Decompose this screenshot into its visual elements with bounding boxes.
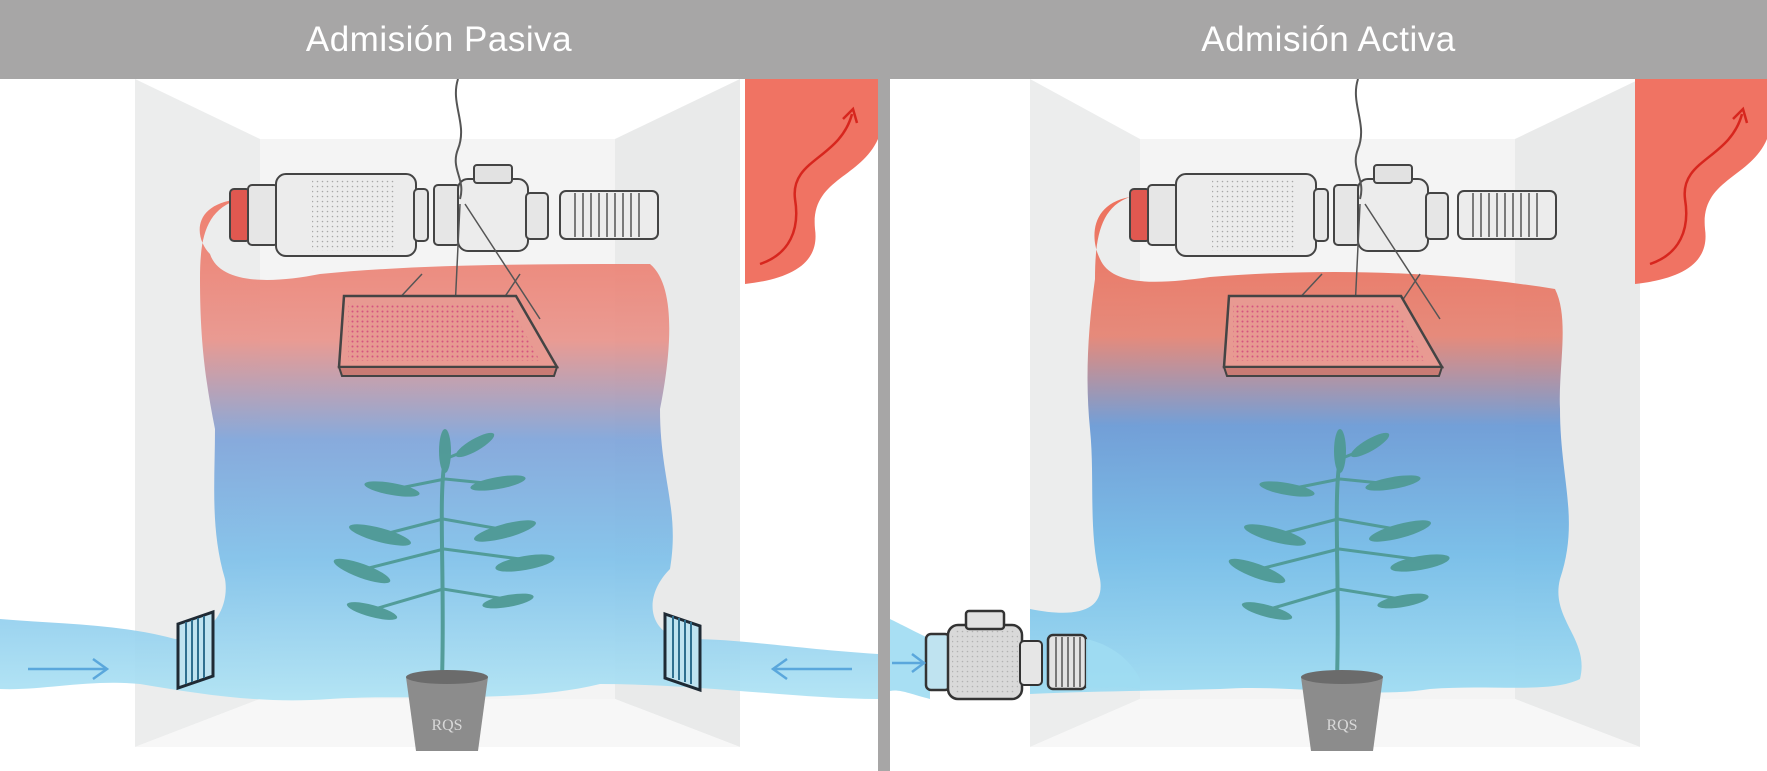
panel-divider: [878, 79, 890, 771]
intake-arrow-icon-right: [770, 657, 852, 681]
led-grow-light-icon: [337, 294, 560, 377]
carbon-filter-icon: [1129, 173, 1329, 257]
pot-logo: RQS: [1326, 717, 1357, 734]
led-grow-light-icon: [1222, 294, 1445, 377]
vent-grille-icon-right: [663, 611, 702, 693]
header-bar: [0, 0, 1767, 79]
title-active-intake: Admisión Activa: [1201, 20, 1456, 59]
exhaust-duct-icon: [1457, 190, 1557, 240]
inline-fan-icon: [433, 164, 549, 252]
carbon-filter-icon: [229, 173, 429, 257]
airflow-region: [0, 199, 878, 701]
cannabis-plant-icon: [1228, 429, 1450, 681]
hot-air-exhaust: [745, 79, 878, 284]
vent-grille-icon-left: [176, 609, 215, 691]
intake-fan-icon: [890, 609, 1140, 701]
inline-fan-icon: [1333, 164, 1449, 252]
intake-arrow-icon: [892, 653, 927, 673]
airflow-region: [1030, 197, 1582, 694]
pot-logo: RQS: [431, 717, 462, 734]
flower-pot-icon: RQS: [1301, 670, 1383, 751]
flower-pot-icon: RQS: [406, 670, 488, 751]
cannabis-plant-icon: [333, 429, 555, 681]
panel-passive-intake: RQS: [0, 79, 878, 771]
exhaust-duct-icon: [559, 190, 659, 240]
panel-active-intake: RQS: [890, 79, 1767, 771]
intake-arrow-icon-left: [28, 657, 110, 681]
hot-air-exhaust: [1635, 79, 1767, 284]
title-passive-intake: Admisión Pasiva: [305, 20, 573, 59]
